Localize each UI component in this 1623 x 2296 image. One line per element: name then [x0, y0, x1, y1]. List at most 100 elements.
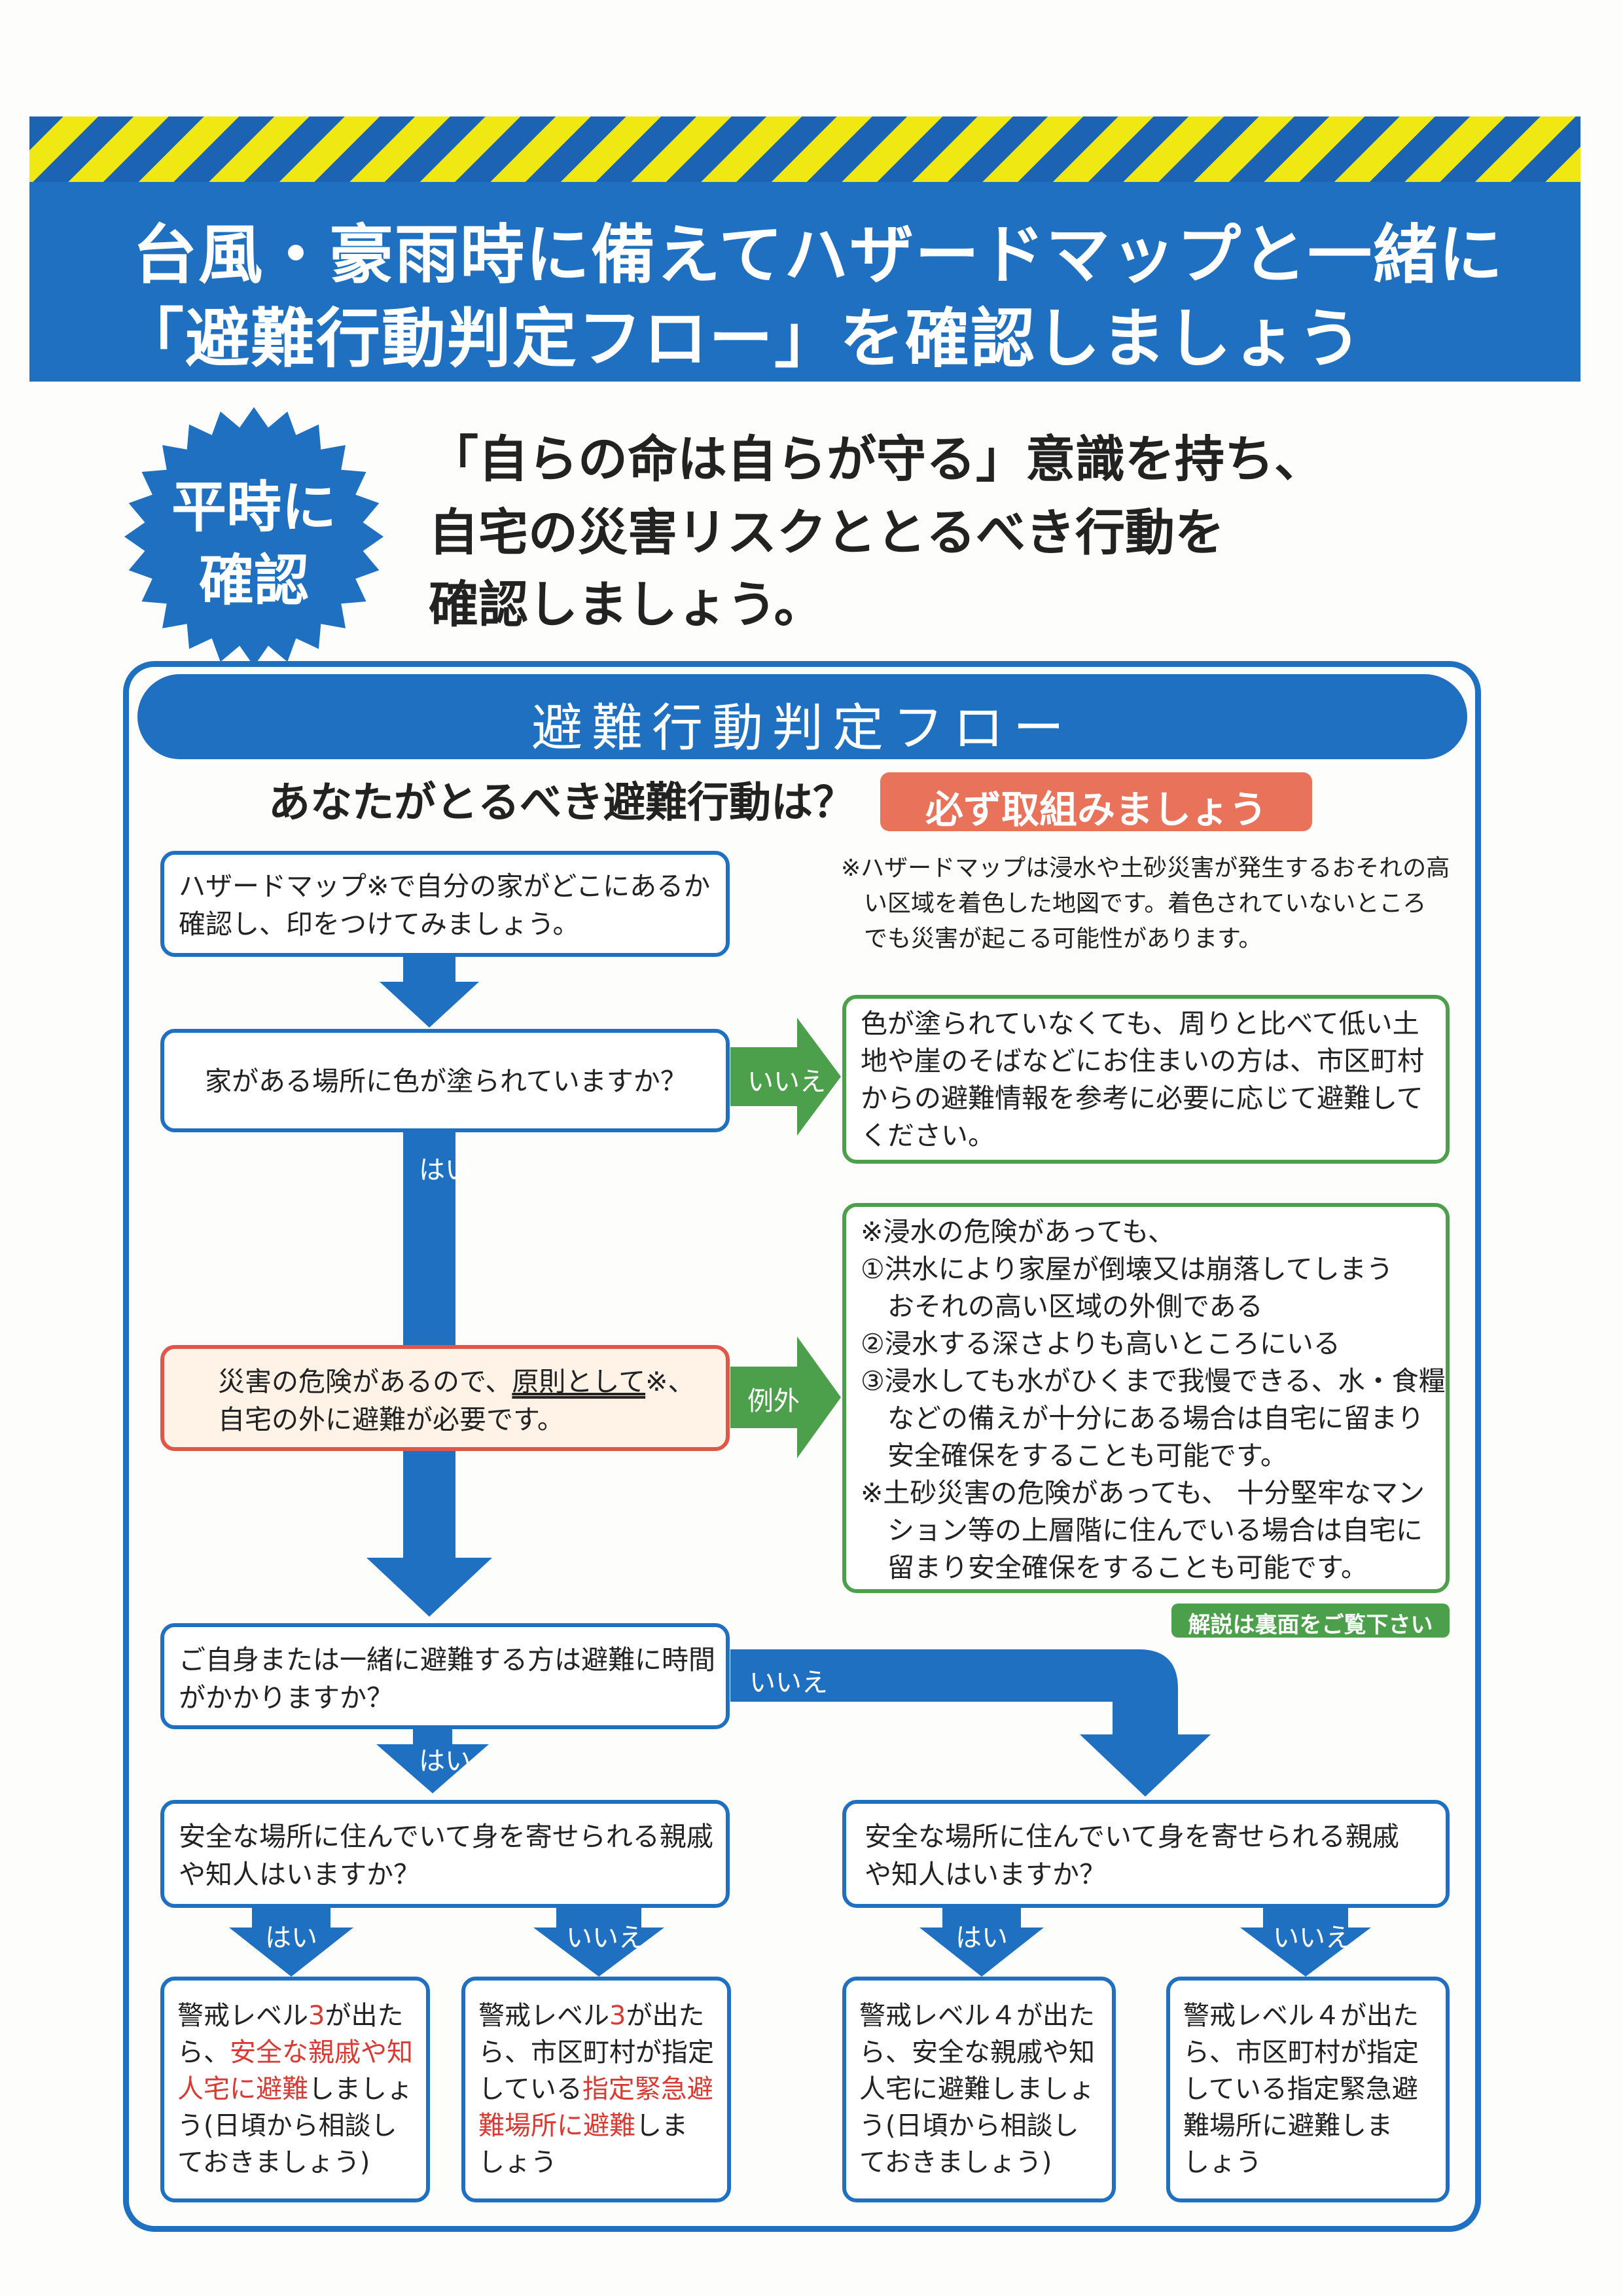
result4-line-3: している指定緊急避 — [1183, 2074, 1418, 2104]
step-relatives-right: 安全な場所に住んでいて身を寄せられる親戚 や知人はいますか？ — [842, 1800, 1450, 1908]
result4-line-2: ら、市区町村が指定 — [1183, 2037, 1419, 2068]
exception-line-10: 留まり安全確保をすることも可能です。 — [861, 1552, 1368, 1583]
exception-line-5: ③浸水しても水がひくまで我慢できる、水・食糧 — [861, 1365, 1446, 1397]
label-no-1: いいえ — [747, 1067, 826, 1097]
result3-line-4: う(日頃から相談し — [859, 2111, 1079, 2141]
exception-line-1: ※浸水の危険があっても、 — [861, 1216, 1175, 1247]
badge-line-1: 平時に — [171, 475, 336, 539]
box-not-colored: 色が塗られていなくても、周りと比べて低い土 地や崖のそばなどにお住まいの方は、市… — [842, 995, 1450, 1164]
result2-line-1: 警戒レベル3が出た — [478, 2001, 705, 2031]
starburst-icon — [124, 407, 383, 666]
result4-line-1: 警戒レベル４が出た — [1183, 2001, 1419, 2031]
must-do-label: 必ず取組みましょう — [925, 787, 1267, 832]
step3-principle: 原則として — [512, 1366, 646, 1397]
exception-line-9: ション等の上層階に住んでいる場合は自宅に — [861, 1515, 1423, 1546]
step3-line-2: 自宅の外に避難が必要です。 — [218, 1404, 564, 1435]
result1-line-3: 人宅に避難しましょ — [177, 2074, 413, 2104]
result-level3-relatives: 警戒レベル3が出た ら、安全な親戚や知 人宅に避難しましょ う(日頃から相談し … — [160, 1977, 430, 2202]
flow-frame — [123, 661, 1481, 2232]
starburst-badge: 平時に 確認 — [116, 406, 391, 668]
arrow-no4 — [1240, 1908, 1371, 1977]
arrow-elbow-no — [730, 1649, 1211, 1797]
arrow-no3 — [533, 1908, 664, 1977]
hazard-note-line-3: でも災害が起こる可能性があります。 — [864, 925, 1262, 952]
exception-line-7: 安全確保をすることも可能です。 — [861, 1440, 1287, 1471]
arrow-yes3 — [229, 1908, 353, 1977]
result1-line-2: ら、安全な親戚や知 — [177, 2037, 413, 2068]
arrow-shaft-1 — [403, 957, 455, 983]
step-hazard-map: ハザードマップ※で自分の家がどこにあるか 確認し、印をつけてみましょう。 — [160, 851, 730, 957]
arrow-head-yes — [366, 1558, 492, 1617]
step1-line-2: 確認し、印をつけてみましょう。 — [179, 908, 580, 940]
result1-line-4: う(日頃から相談し — [177, 2111, 397, 2141]
label-no-4: いいえ — [1273, 1923, 1351, 1953]
step1-line-1: ハザードマップ※で自分の家がどこにあるか — [179, 870, 711, 902]
flow-title: 避難行動判定フロー — [531, 699, 1073, 758]
hazard-note-line-2: い区域を着色した地図です。着色されていないところ — [864, 890, 1427, 917]
label-exception: 例外 — [747, 1386, 800, 1416]
hazard-note-line-1: ※ハザードマップは浸水や土砂災害が発生するおそれの高 — [841, 855, 1450, 882]
step5-right-line-2: や知人はいますか？ — [865, 1859, 1106, 1890]
exception-line-2: ①洪水により家屋が倒壊又は崩落してしまう — [861, 1253, 1393, 1285]
result3-line-5: ておきましょう) — [859, 2147, 1052, 2178]
title-band: 台風・豪雨時に備えてハザードマップと一緒に 「避難行動判定フロー」を確認しましょ… — [29, 182, 1580, 382]
see-back-badge: 解説は裏面をご覧下さい — [1171, 1604, 1450, 1638]
step4-line-1: ご自身または一緒に避難する方は避難に時間 — [179, 1644, 715, 1676]
result1-line-1: 警戒レベル3が出た — [177, 2001, 404, 2031]
label-yes-3: はい — [265, 1923, 317, 1953]
intro-line-1: 「自らの命は自らが守る」意識を持ち、 — [429, 430, 1324, 488]
arrow-green-no — [730, 1018, 841, 1136]
flow-title-bar: 避難行動判定フロー — [137, 674, 1467, 759]
no-box-line-4: ください。 — [861, 1120, 995, 1151]
box-exceptions: ※浸水の危険があっても、 ①洪水により家屋が倒壊又は崩落してしまう おそれの高い… — [842, 1203, 1450, 1593]
exception-line-3: おそれの高い区域の外側である — [861, 1291, 1263, 1322]
step4-line-2: がかかりますか？ — [179, 1682, 393, 1713]
label-yes-4: はい — [955, 1923, 1008, 1953]
step-evacuate-required: 災害の危険があるので、原則として※、 自宅の外に避難が必要です。 — [160, 1345, 730, 1451]
arrow-head-1 — [380, 982, 479, 1028]
intro-line-2: 自宅の災害リスクととるべき行動を — [429, 503, 1224, 562]
exception-line-6: などの備えが十分にある場合は自宅に留まり — [861, 1403, 1424, 1434]
arrow-yes4 — [919, 1908, 1044, 1977]
badge-line-2: 確認 — [198, 548, 309, 613]
label-no-2: いいえ — [749, 1668, 828, 1698]
step3-line-1: 災害の危険があるので、原則として※、 — [218, 1363, 695, 1401]
label-yes-1: はい — [419, 1155, 471, 1185]
result-level3-shelter: 警戒レベル3が出た ら、市区町村が指定 している指定緊急避 難場所に避難しま し… — [461, 1977, 731, 2202]
result2-line-5: しょう — [478, 2147, 557, 2178]
result3-line-1: 警戒レベル４が出た — [859, 2001, 1095, 2031]
flow-question: あなたがとるべき避難行動は？ — [268, 779, 855, 827]
hazard-stripe — [29, 117, 1580, 182]
label-no-3: いいえ — [566, 1923, 645, 1953]
step-relatives-left: 安全な場所に住んでいて身を寄せられる親戚 や知人はいますか？ — [160, 1800, 730, 1908]
see-back-label: 解説は裏面をご覧下さい — [1188, 1612, 1433, 1638]
result2-line-2: ら、市区町村が指定 — [478, 2037, 714, 2068]
step5-left-line-1: 安全な場所に住んでいて身を寄せられる親戚 — [179, 1821, 713, 1852]
page-title-line-1: 台風・豪雨時に備えてハザードマップと一緒に — [133, 218, 1505, 293]
exception-line-8: ※土砂災害の危険があっても、 十分堅牢なマン — [861, 1477, 1425, 1509]
intro-line-3: 確認しましょう。 — [429, 575, 824, 634]
result2-line-4: 難場所に避難しま — [478, 2111, 688, 2141]
step-colored-area: 家がある場所に色が塗られていますか？ — [160, 1029, 730, 1132]
result2-line-3: している指定緊急避 — [478, 2074, 713, 2104]
step3-line-1-c: ※、 — [645, 1366, 695, 1397]
result1-line-5: ておきましょう) — [177, 2147, 370, 2178]
page-title-line-2: 「避難行動判定フロー」を確認しましょう — [120, 302, 1364, 376]
result4-line-4: 難場所に避難しま — [1183, 2111, 1393, 2141]
result3-line-2: ら、安全な親戚や知 — [859, 2037, 1095, 2068]
result-level4-shelter: 警戒レベル４が出た ら、市区町村が指定 している指定緊急避 難場所に避難しま し… — [1166, 1977, 1450, 2202]
step2-text: 家がある場所に色が塗られていますか？ — [205, 1066, 687, 1097]
no-box-line-2: 地や崖のそばなどにお住まいの方は、市区町村 — [861, 1045, 1424, 1077]
result-level4-relatives: 警戒レベル４が出た ら、安全な親戚や知 人宅に避難しましょ う(日頃から相談し … — [842, 1977, 1116, 2202]
exception-line-4: ②浸水する深さよりも高いところにいる — [861, 1328, 1340, 1359]
arrow-green-exception — [730, 1336, 841, 1458]
no-box-line-1: 色が塗られていなくても、周りと比べて低い土 — [861, 1008, 1419, 1039]
no-box-line-3: からの避難情報を参考に必要に応じて避難して — [861, 1083, 1423, 1114]
step-time-needed: ご自身または一緒に避難する方は避難に時間 がかかりますか？ — [160, 1623, 730, 1729]
result3-line-3: 人宅に避難しましょ — [859, 2074, 1095, 2104]
step5-left-line-2: や知人はいますか？ — [179, 1859, 420, 1890]
must-do-badge: 必ず取組みましょう — [880, 772, 1312, 832]
result4-line-5: しょう — [1183, 2147, 1262, 2178]
arrow-head-yes2 — [376, 1744, 489, 1793]
step5-right-line-1: 安全な場所に住んでいて身を寄せられる親戚 — [865, 1821, 1399, 1852]
